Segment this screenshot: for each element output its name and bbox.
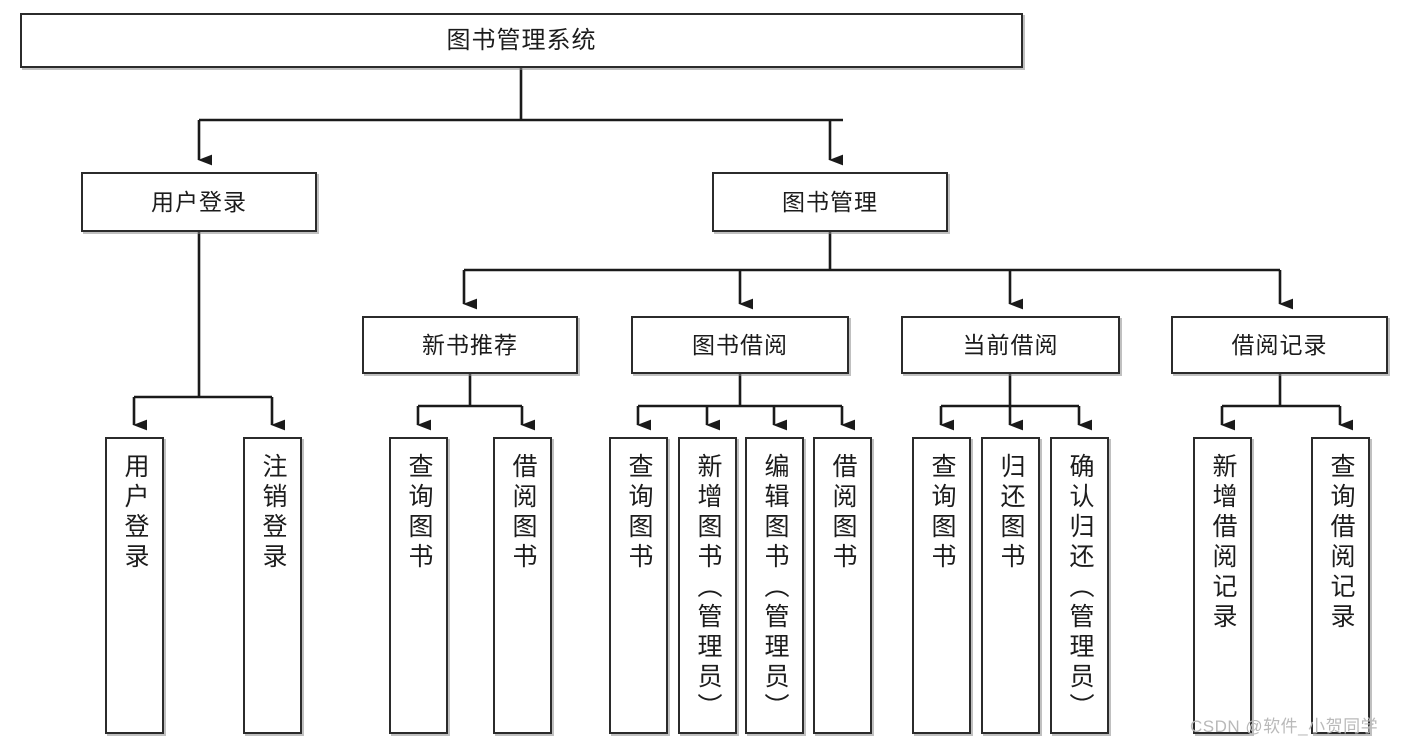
node-borrow-record[interactable]: 借阅记录: [1171, 316, 1388, 374]
node-leaf-borrow-book-1-label: 借阅图书: [509, 453, 537, 573]
node-leaf-query-book-3-label: 查询图书: [928, 453, 956, 573]
node-leaf-borrow-book-1[interactable]: 借阅图书: [493, 437, 552, 734]
node-new-book-rec-label: 新书推荐: [422, 331, 518, 358]
node-book-borrow-label: 图书借阅: [692, 331, 788, 358]
node-current-borrow[interactable]: 当前借阅: [901, 316, 1120, 374]
node-leaf-query-book-1-label: 查询图书: [405, 453, 433, 573]
node-leaf-borrow-book-2[interactable]: 借阅图书: [813, 437, 872, 734]
node-new-book-rec[interactable]: 新书推荐: [362, 316, 578, 374]
node-leaf-logout[interactable]: 注销登录: [243, 437, 302, 734]
node-root[interactable]: 图书管理系统: [20, 13, 1023, 68]
node-user-login[interactable]: 用户登录: [81, 172, 317, 232]
node-leaf-return-book-label: 归还图书: [997, 453, 1025, 573]
node-leaf-return-book[interactable]: 归还图书: [981, 437, 1040, 734]
node-leaf-query-book-3[interactable]: 查询图书: [912, 437, 971, 734]
node-leaf-confirm-return[interactable]: 确认归还（管理员）: [1050, 437, 1109, 734]
node-book-manage-label: 图书管理: [782, 188, 878, 215]
watermark: CSDN @软件_小贺同学: [1190, 717, 1379, 736]
node-leaf-query-record-label: 查询借阅记录: [1327, 453, 1355, 633]
node-current-borrow-label: 当前借阅: [962, 331, 1059, 358]
node-leaf-add-book-label: 新增图书（管理员）: [694, 453, 722, 723]
node-leaf-confirm-return-label: 确认归还（管理员）: [1066, 453, 1094, 723]
node-leaf-add-record-label: 新增借阅记录: [1209, 453, 1237, 633]
node-leaf-logout-label: 注销登录: [259, 453, 287, 573]
node-leaf-user-login-label: 用户登录: [121, 453, 149, 573]
node-book-manage[interactable]: 图书管理: [712, 172, 948, 232]
node-leaf-user-login[interactable]: 用户登录: [105, 437, 164, 734]
node-leaf-edit-book-label: 编辑图书（管理员）: [761, 453, 789, 723]
node-leaf-add-record[interactable]: 新增借阅记录: [1193, 437, 1252, 734]
node-leaf-add-book[interactable]: 新增图书（管理员）: [678, 437, 737, 734]
node-leaf-query-book-1[interactable]: 查询图书: [389, 437, 448, 734]
node-leaf-query-book-2-label: 查询图书: [625, 453, 653, 573]
node-leaf-query-book-2[interactable]: 查询图书: [609, 437, 668, 734]
node-user-login-label: 用户登录: [151, 188, 247, 215]
node-root-label: 图书管理系统: [446, 26, 597, 54]
node-book-borrow[interactable]: 图书借阅: [631, 316, 849, 374]
node-leaf-borrow-book-2-label: 借阅图书: [829, 453, 857, 573]
node-borrow-record-label: 借阅记录: [1231, 331, 1328, 358]
node-leaf-query-record[interactable]: 查询借阅记录: [1311, 437, 1370, 734]
node-leaf-edit-book[interactable]: 编辑图书（管理员）: [745, 437, 804, 734]
